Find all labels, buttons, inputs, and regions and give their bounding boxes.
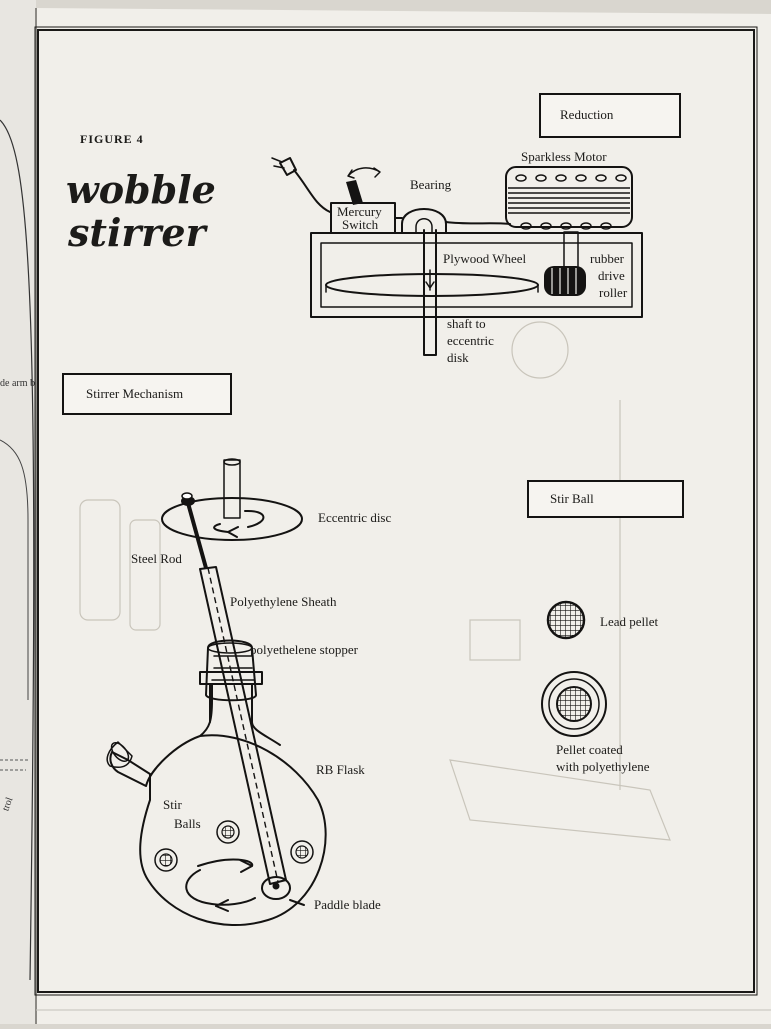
coated-pellet-icon	[541, 671, 607, 737]
page-sheet	[36, 8, 771, 1024]
rubber-roller-label-2: drive	[598, 268, 625, 283]
rocking-arrow-icon	[347, 167, 381, 179]
power-plug-icon	[271, 157, 331, 213]
title-line-2: stirrer	[67, 210, 209, 255]
rotation-arrow-icon	[213, 509, 265, 538]
rubber-roller-label-1: rubber	[590, 251, 625, 266]
rb-flask-label: RB Flask	[316, 762, 365, 777]
shaft-label-3: disk	[447, 350, 469, 365]
title-line-1: wobble	[66, 167, 216, 212]
lead-pellet-label: Lead pellet	[600, 614, 658, 629]
shaft-label-1: shaft to	[447, 316, 486, 331]
stirrer-mechanism-drawing: Eccentric disc Steel Rod polyethelene st…	[106, 458, 391, 927]
stir-ball-box: Stir Ball	[527, 480, 684, 518]
show-through-ghost	[79, 321, 671, 841]
mercury-switch-label-2: Switch	[342, 217, 379, 232]
polyethylene-sheath-label: Polyethylene Sheath	[230, 594, 337, 609]
shaft-label-2: eccentric	[447, 333, 494, 348]
paddle-blade-label: Paddle blade	[314, 897, 381, 912]
stir-ball-label: Stir Ball	[550, 491, 594, 506]
swirl-arrow-top-icon	[197, 858, 254, 873]
stopper-label: polyethelene stopper	[250, 642, 359, 657]
mercury-switch-label-1: Mercury	[337, 204, 382, 219]
swirl-arrow-bottom-icon	[185, 869, 256, 912]
outer-frame	[37, 29, 755, 993]
stir-ball-detail: Lead pellet Pellet coated with polyethyl…	[541, 600, 658, 774]
lead-pellet-icon	[546, 600, 586, 640]
bearing-label: Bearing	[410, 177, 452, 192]
stirrer-mechanism-box: Stirrer Mechanism	[62, 373, 232, 415]
coated-pellet-label-1: Pellet coated	[556, 742, 623, 757]
previous-page: de arm bea trol	[0, 0, 44, 1024]
figure-label: FIGURE 4	[80, 132, 144, 146]
steel-rod-label: Steel Rod	[131, 551, 182, 566]
reduction-drive-drawing: Mercury Switch Bearing Sparkless Motor	[271, 149, 643, 365]
reduction-box: Reduction	[539, 93, 681, 138]
motor-vents	[515, 174, 627, 230]
stir-balls-label-1: Stir	[163, 797, 182, 812]
reduction-label: Reduction	[560, 107, 614, 122]
rubber-roller-label-3: roller	[599, 285, 628, 300]
eccentric-disc-label: Eccentric disc	[318, 510, 391, 525]
coated-pellet-label-2: with polyethylene	[556, 759, 650, 774]
stir-balls-label-2: Balls	[174, 816, 201, 831]
previous-page-text-2: trol	[0, 796, 15, 813]
previous-page-text-1: de arm bea	[0, 378, 44, 389]
plywood-wheel-label: Plywood Wheel	[443, 251, 527, 266]
sparkless-motor-label: Sparkless Motor	[521, 149, 607, 164]
stirrer-mechanism-label: Stirrer Mechanism	[86, 386, 183, 401]
